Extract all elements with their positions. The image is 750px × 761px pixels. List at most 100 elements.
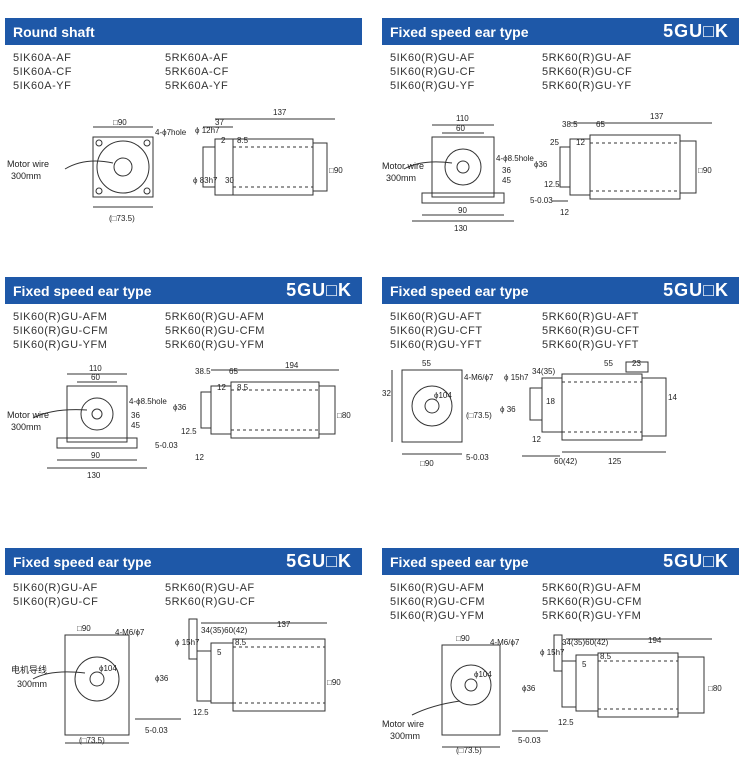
panel-fixed-speed-ear-4: Fixed speed ear type 5GU□K 5IK60(R)GU-AF… [5,548,362,755]
dim-c1: 5 [217,648,222,657]
dim-32: 32 [382,389,391,398]
dim-square: □90 [329,166,343,175]
model-item: 5IK60A-AF [13,52,72,64]
dimension-drawing: □90 4-M6/ϕ7 ϕ104 (□73.5) ϕ 15h7 34(35)60… [11,618,341,745]
dim-length: 125 [608,457,622,466]
dim-holes: 4-M6/ϕ7 [464,373,494,382]
dim-total: 130 [454,224,468,233]
series-code: 5GU□K [286,280,352,300]
dim-key: ϕ 15h7 [504,373,529,382]
model-item: 5IK60(R)GU-YFT [390,339,482,351]
model-list: 5IK60(R)GU-AF 5IK60(R)GU-CF 5RK60(R)GU-A… [5,575,362,615]
dim-flange-thickness: 8.5 [600,652,612,661]
dim-shaft-diameter: ϕ 83h7 [193,176,218,185]
dim-pcd: ϕ104 [474,670,492,679]
dimension-drawing: 110 60 4-ϕ8.5hole 90 130 38.5 65 137 ϕ36… [382,112,712,233]
motor-wire-label: 电机导线 [11,664,47,675]
wire-length: 300mm [11,422,41,432]
dim-key: 5-0.03 [155,441,178,450]
dim-boss: 2 [221,136,226,145]
dim-pcd: ϕ104 [99,664,117,673]
model-item: 5IK60A-YF [13,80,72,92]
dim-d1: 38.5 [562,120,578,129]
dim-34: 34(35)60(42) [562,638,609,647]
dim-key: 5-0.03 [530,196,553,205]
dim-length: 137 [273,108,287,117]
dim-c5: 12.5 [544,180,560,189]
model-item: 5IK60(R)GU-AF [13,582,98,594]
dim-length: 137 [650,112,664,121]
dim-flange-thickness: 8.5 [237,383,249,392]
dim-square: □90 [327,678,341,687]
dim-c2: 45 [502,176,511,185]
panel-header: Fixed speed ear type 5GU□K [5,277,362,304]
dimension-drawing: 110 60 4-ϕ8.5hole 90 130 38.5 65 194 ϕ36… [7,361,351,480]
model-item: 5RK60(R)GU-CFM [542,596,642,608]
panel-header: Fixed speed ear type 5GU□K [382,277,739,304]
wire-length: 300mm [17,679,47,689]
panel-header: Round shaft [5,18,362,45]
panel-header: Fixed speed ear type 5GU□K [382,548,739,575]
panel-fixed-speed-ear-5: Fixed speed ear type 5GU□K 5IK60(R)GU-AF… [382,548,739,761]
dim-length: 194 [648,636,662,645]
dim-length: 137 [277,620,291,629]
dim-sq: (□73.5) [456,746,482,755]
model-item: 5RK60(R)GU-AFM [165,311,265,323]
dimension-drawing: 55 55 23 4-M6/ϕ7 ϕ104 (□73.5) 32 ϕ 15h7 … [382,359,677,468]
panel-round-shaft: Round shaft 5IK60A-AF 5IK60A-CF 5IK60A-Y… [5,18,362,252]
dim-inner: 60 [456,124,465,133]
dim-d2: 65 [229,367,238,376]
panel-header: Fixed speed ear type 5GU□K [382,18,739,45]
panel-fixed-speed-ear-1: Fixed speed ear type 5GU□K 5IK60(R)GU-AF… [382,18,739,252]
motor-wire-label: Motor wire [382,161,424,171]
model-list: 5IK60(R)GU-AFM 5IK60(R)GU-CFM 5IK60(R)GU… [5,304,362,356]
model-list: 5IK60(R)GU-AF 5IK60(R)GU-CF 5IK60(R)GU-Y… [382,45,739,97]
dim-shaft: ϕ36 [173,403,187,412]
dim-holes: 4-ϕ7hole [155,128,187,137]
dim-c6: 12 [195,453,204,462]
model-item: 5RK60(R)GU-AFM [542,582,642,594]
series-code: 5GU□K [286,551,352,571]
panel-title: Fixed speed ear type [390,24,529,40]
dim-square: □90 [420,459,434,468]
dim-length: 194 [285,361,299,370]
series-code: 5GU□K [663,280,729,300]
motor-wire-label: Motor wire [7,159,49,169]
dim-square: □80 [708,684,722,693]
model-list: 5IK60(R)GU-AFT 5IK60(R)GU-CFT 5IK60(R)GU… [382,304,739,356]
model-item: 5RK60(R)GU-CF [165,596,256,608]
dim-shaft: ϕ 36 [500,405,516,414]
dim-base: 90 [458,206,467,215]
series-code: 5GU□K [663,21,729,41]
dim-width: 110 [456,114,469,123]
dim-key: ϕ 15h7 [175,638,200,647]
panel-title: Fixed speed ear type [13,283,152,299]
model-item: 5RK60(R)GU-AF [542,52,632,64]
dim-c3: 25 [550,138,559,147]
model-item: 5RK60(R)GU-AFT [542,311,639,323]
dim-sq: (□73.5) [466,411,492,420]
model-item: 5RK60A-CF [165,66,229,78]
dim-d2: 65 [596,120,605,129]
model-item: 5IK60(R)GU-AFM [390,582,485,594]
motor-wire-label: Motor wire [7,410,49,420]
dim-holes: 4-ϕ8.5hole [129,397,167,406]
dim-tail: 30 [225,176,234,185]
dim-total: 130 [87,471,101,480]
model-item: 5RK60(R)GU-AF [165,582,255,594]
dim-holes: 4-M6/ϕ7 [115,628,145,637]
dimension-drawing: □90 4-M6/ϕ7 ϕ104 (□73.5) ϕ 15h7 34(35)60… [382,634,722,755]
dim-width-a: 55 [422,359,431,368]
model-item: 5IK60(R)GU-AF [390,52,475,64]
dim-shaft: ϕ36 [534,160,548,169]
dim-key2: 5-0.03 [518,736,541,745]
dim-pcd: (□73.5) [109,214,135,223]
dim-c1: 36 [502,166,511,175]
model-item: 5RK60(R)GU-YFM [542,610,642,622]
dim-c4: 12 [217,383,226,392]
dim-key: ϕ 12h7 [195,126,220,135]
dim-c2: 12.5 [193,708,209,717]
model-item: 5RK60(R)GU-YFT [542,339,639,351]
motor-wire-label: Motor wire [382,719,424,729]
wire-length: 300mm [11,171,41,181]
